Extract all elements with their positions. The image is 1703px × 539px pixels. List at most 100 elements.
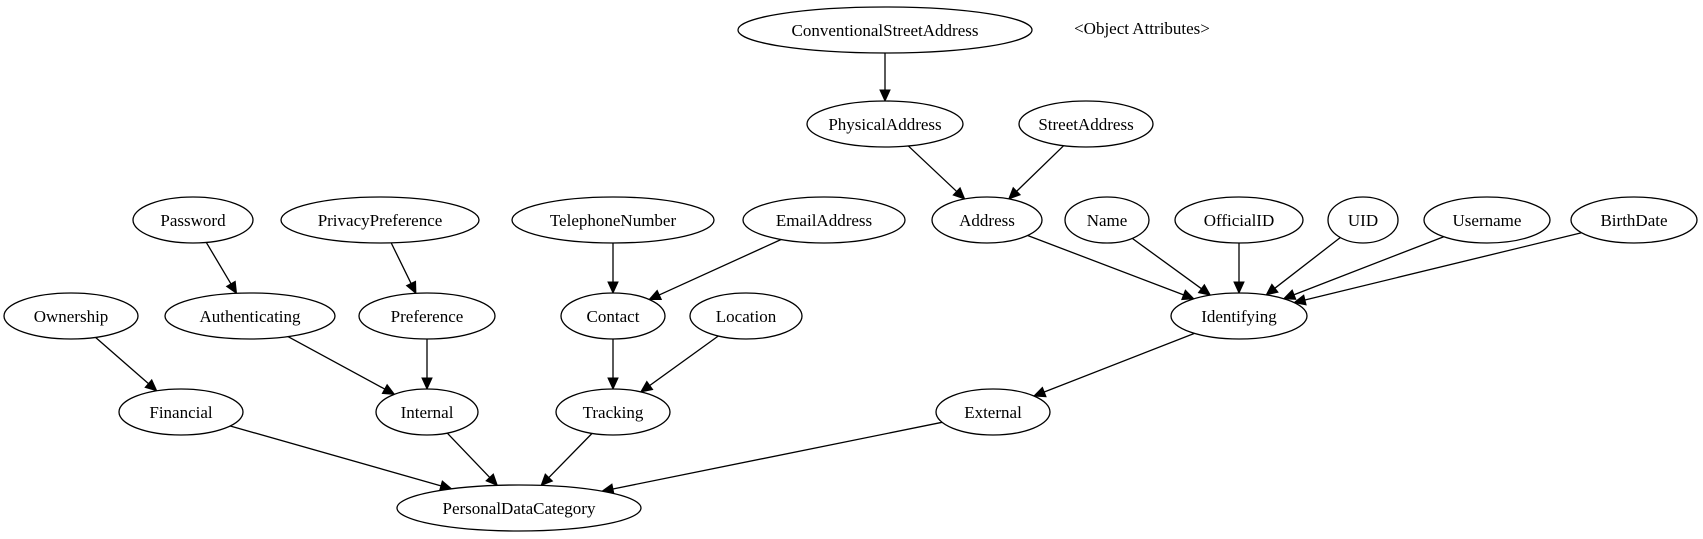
arrowhead: [952, 186, 966, 200]
node-uid: UID: [1327, 196, 1399, 244]
arrowhead: [485, 473, 499, 487]
edge-line: [1131, 237, 1202, 290]
node-label: Ownership: [34, 307, 109, 326]
node-preference: Preference: [358, 292, 496, 340]
node-label: EmailAddress: [776, 211, 872, 230]
edge-line: [1027, 234, 1184, 296]
node-label: Financial: [149, 403, 213, 422]
node-ellipse: [396, 484, 642, 532]
node-ellipse: [511, 196, 715, 244]
arrowhead: [1007, 186, 1022, 200]
edge-line: [205, 242, 232, 285]
edge-authenticating-to-internal: [287, 336, 396, 395]
arrowhead: [381, 383, 396, 395]
edge-uid-to-identifying: [1265, 237, 1341, 296]
arrowhead: [607, 377, 619, 391]
node-label: Address: [959, 211, 1015, 230]
node-ellipse: [737, 6, 1033, 54]
node-ellipse: [931, 196, 1043, 244]
arrowhead: [144, 378, 158, 392]
edge-layer: [95, 53, 1582, 495]
edge-conventional-street-address-to-physical-address: [879, 53, 891, 103]
node-ownership: Ownership: [3, 292, 139, 340]
edge-line: [658, 238, 782, 296]
node-label: ConventionalStreetAddress: [792, 21, 979, 40]
edge-birth-date-to-identifying: [1293, 232, 1582, 306]
node-ellipse: [1064, 196, 1150, 244]
node-label: Preference: [391, 307, 464, 326]
edge-contact-to-tracking: [607, 339, 619, 391]
edge-street-address-to-address: [1007, 145, 1065, 200]
node-label: External: [964, 403, 1022, 422]
edge-line: [1016, 145, 1065, 192]
node-ellipse: [935, 388, 1051, 436]
edge-privacy-preference-to-preference: [390, 242, 417, 295]
arrowhead: [405, 280, 417, 295]
node-ellipse: [1423, 196, 1551, 244]
node-label: PrivacyPreference: [318, 211, 443, 230]
edge-line: [95, 336, 149, 385]
edge-line: [1293, 236, 1445, 296]
node-ellipse: [555, 388, 671, 436]
node-username: Username: [1423, 196, 1551, 244]
node-ellipse: [689, 292, 803, 340]
edge-line: [1304, 232, 1582, 301]
arrowhead: [1032, 386, 1047, 398]
node-birth-date: BirthDate: [1570, 196, 1698, 244]
node-internal: Internal: [375, 388, 479, 436]
node-ellipse: [1170, 292, 1308, 340]
node-label: BirthDate: [1600, 211, 1667, 230]
node-label: UID: [1348, 211, 1378, 230]
arrowhead: [1181, 289, 1195, 301]
node-ellipse: [1174, 196, 1304, 244]
node-label: Contact: [587, 307, 640, 326]
node-ellipse: [164, 292, 336, 340]
edge-official-id-to-identifying: [1233, 243, 1245, 295]
edge-line: [907, 145, 958, 192]
node-ellipse: [118, 388, 244, 436]
edge-name-to-identifying: [1131, 237, 1212, 296]
edge-line: [390, 242, 412, 284]
arrowhead: [607, 281, 619, 295]
arrowhead: [1265, 283, 1279, 296]
node-identifying: Identifying: [1170, 292, 1308, 340]
edge-username-to-identifying: [1282, 236, 1445, 300]
node-ellipse: [742, 196, 906, 244]
node-label: Password: [160, 211, 226, 230]
edge-tracking-to-personal-data-category: [540, 432, 593, 487]
node-label: Identifying: [1201, 307, 1277, 326]
node-conventional-street-address: ConventionalStreetAddress: [737, 6, 1033, 54]
arrowhead: [648, 289, 663, 301]
node-label: StreetAddress: [1038, 115, 1133, 134]
node-ellipse: [560, 292, 666, 340]
edge-identifying-to-external: [1032, 332, 1195, 398]
node-ellipse: [1570, 196, 1698, 244]
node-external: External: [935, 388, 1051, 436]
node-label: Username: [1453, 211, 1522, 230]
node-personal-data-category: PersonalDataCategory: [396, 484, 642, 532]
arrowhead: [225, 280, 238, 295]
node-location: Location: [689, 292, 803, 340]
arrowhead: [1233, 281, 1245, 295]
edge-email-address-to-contact: [648, 238, 782, 301]
node-ellipse: [1018, 100, 1154, 148]
edge-line: [446, 432, 491, 478]
node-telephone-number: TelephoneNumber: [511, 196, 715, 244]
node-authenticating: Authenticating: [164, 292, 336, 340]
arrowhead: [421, 377, 433, 391]
edge-location-to-tracking: [639, 335, 719, 393]
edge-line: [287, 336, 386, 390]
node-ellipse: [280, 196, 480, 244]
arrowhead: [1293, 294, 1307, 306]
edge-line: [649, 335, 719, 387]
edge-line: [548, 432, 593, 478]
edge-ownership-to-financial: [95, 336, 158, 392]
node-password: Password: [132, 196, 254, 244]
node-label: PersonalDataCategory: [443, 499, 596, 518]
node-label: TelephoneNumber: [550, 211, 677, 230]
node-ellipse: [132, 196, 254, 244]
node-label: Tracking: [583, 403, 644, 422]
node-street-address: StreetAddress: [1018, 100, 1154, 148]
node-address: Address: [931, 196, 1043, 244]
